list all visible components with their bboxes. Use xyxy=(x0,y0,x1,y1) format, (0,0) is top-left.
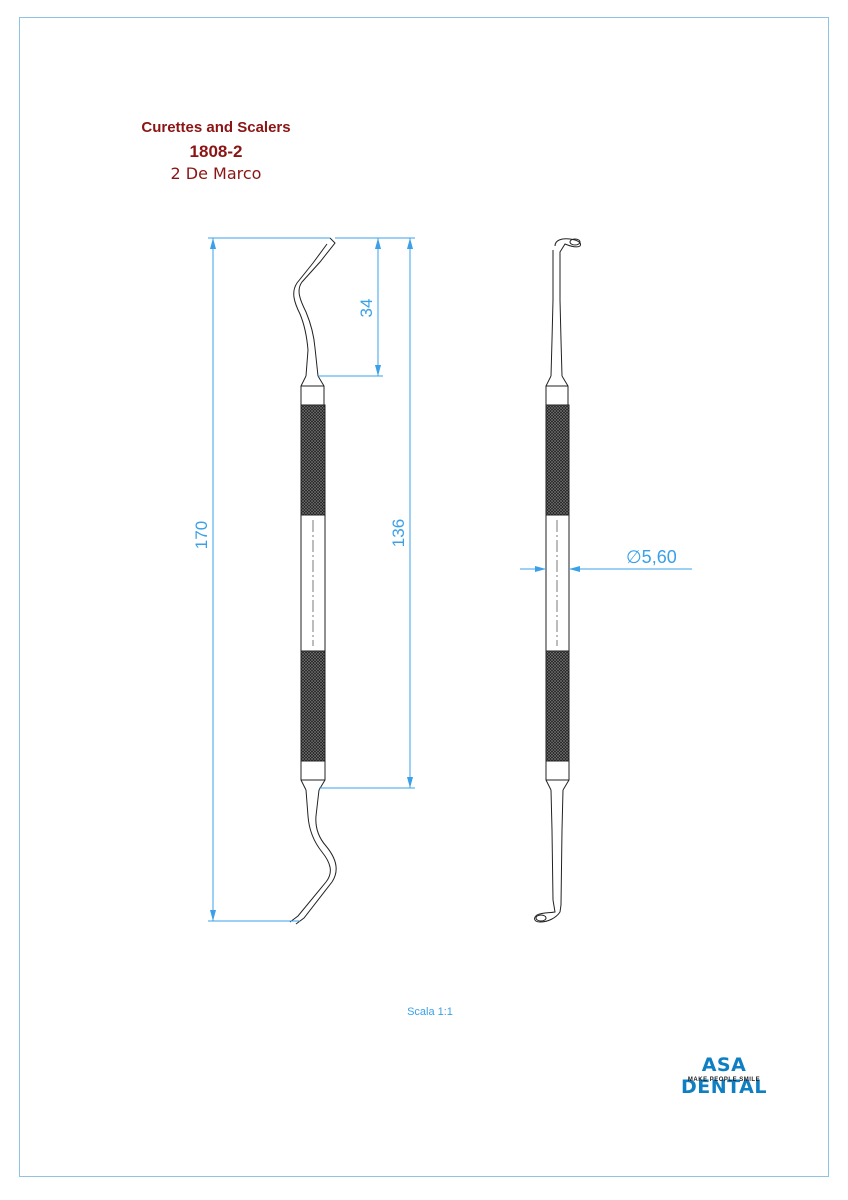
dimension-handle-length-label: 136 xyxy=(389,519,408,547)
front-top-grip-knurl xyxy=(545,404,570,516)
front-center-shaft xyxy=(545,515,570,651)
top-grip-knurl xyxy=(300,404,326,516)
top-ferrule xyxy=(300,375,325,405)
bottom-ferrule xyxy=(300,761,326,791)
bottom-working-end xyxy=(289,789,337,925)
top-working-end xyxy=(293,237,336,377)
product-code: 1808-2 xyxy=(189,142,243,161)
dimension-overall-length xyxy=(208,237,330,922)
dimension-overall-length-label: 170 xyxy=(192,521,211,549)
dimension-handle-length xyxy=(319,237,415,789)
front-top-tip xyxy=(552,238,581,300)
instrument-side-view xyxy=(286,237,337,925)
dimension-tip-length-label: 34 xyxy=(357,299,376,318)
brand-logo: ASA DENTAL xyxy=(681,1054,767,1098)
instrument-front-view xyxy=(534,238,581,923)
product-category: Curettes and Scalers xyxy=(141,119,291,136)
page-frame xyxy=(19,17,829,1177)
dimension-diameter xyxy=(520,566,692,572)
scale-label: Scala 1:1 xyxy=(407,1006,453,1018)
front-bottom-tip xyxy=(534,789,564,923)
dimension-diameter-label: ∅5,60 xyxy=(626,547,677,567)
product-model: 2 De Marco xyxy=(170,164,262,183)
brand-tagline: MAKE PEOPLE SMILE xyxy=(687,1077,761,1083)
front-bottom-grip-knurl xyxy=(545,650,570,762)
center-shaft xyxy=(300,515,326,651)
bottom-grip-knurl xyxy=(300,650,326,762)
